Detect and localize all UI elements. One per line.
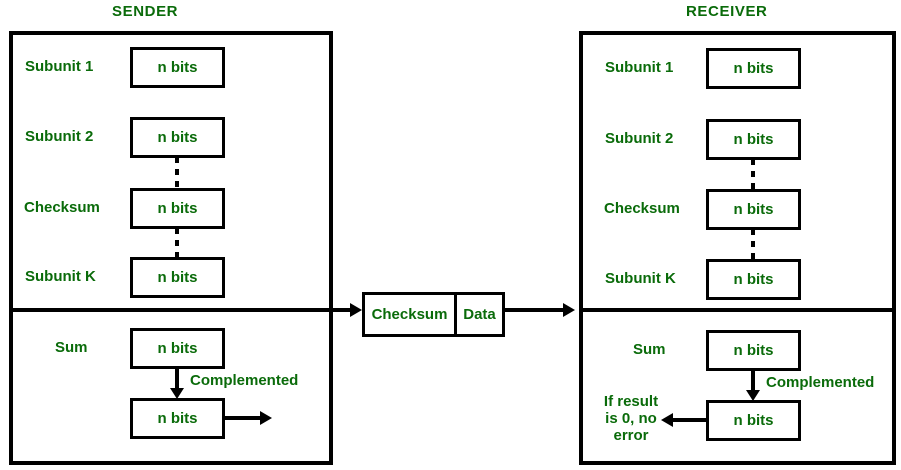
receiver-section-divider (579, 308, 896, 312)
sender-label-subunit-k: Subunit K (25, 268, 96, 285)
sender-complement-output-line (225, 416, 263, 420)
receiver-sum-to-complement-arrowhead (746, 390, 760, 401)
receiver-result-arrowhead (661, 413, 673, 427)
receiver-label-subunit-2: Subunit 2 (605, 130, 674, 147)
sender-label-sum: Sum (55, 339, 88, 356)
sender-box-subunit-k: n bits (130, 257, 225, 298)
packet-to-receiver-arrowhead (563, 303, 575, 317)
receiver-box-complement: n bits (706, 400, 801, 441)
receiver-label-checksum: Checksum (604, 200, 680, 217)
packet-field-data: Data (463, 306, 496, 323)
sender-section-divider (9, 308, 333, 312)
receiver-box-sum: n bits (706, 330, 801, 371)
sender-box-checksum: n bits (130, 188, 225, 229)
sender-dashed-connector-2 (175, 228, 179, 258)
sender-title: SENDER (112, 3, 179, 20)
receiver-box-subunit-k: n bits (706, 259, 801, 300)
receiver-box-subunit-2: n bits (706, 119, 801, 160)
sender-complement-output-arrowhead (260, 411, 272, 425)
sender-box-complement: n bits (130, 398, 225, 439)
receiver-panel (579, 31, 896, 465)
receiver-result-note: If result is 0, no error (603, 393, 659, 444)
sender-complemented-label: Complemented (190, 372, 299, 389)
packet-to-receiver-line (505, 308, 565, 312)
sender-label-checksum: Checksum (24, 199, 100, 216)
sender-sum-to-complement-arrowhead (170, 388, 184, 399)
receiver-dashed-connector-2 (751, 229, 755, 260)
receiver-complemented-label: Complemented (766, 374, 875, 391)
receiver-title: RECEIVER (686, 3, 768, 20)
receiver-box-checksum: n bits (706, 189, 801, 230)
receiver-dashed-connector-1 (751, 159, 755, 190)
transmitted-packet: Checksum Data (362, 292, 505, 337)
sender-dashed-connector-1 (175, 157, 179, 189)
sender-to-packet-line (333, 308, 355, 312)
sender-box-sum: n bits (130, 328, 225, 369)
sender-box-subunit-2: n bits (130, 117, 225, 158)
receiver-label-subunit-1: Subunit 1 (605, 59, 674, 76)
sender-label-subunit-1: Subunit 1 (25, 58, 94, 75)
receiver-label-sum: Sum (633, 341, 666, 358)
receiver-result-line (672, 418, 708, 422)
sender-label-subunit-2: Subunit 2 (25, 128, 94, 145)
receiver-sum-to-complement-line (751, 371, 755, 393)
receiver-box-subunit-1: n bits (706, 48, 801, 89)
receiver-label-subunit-k: Subunit K (605, 270, 676, 287)
sender-sum-to-complement-line (175, 369, 179, 391)
sender-to-packet-arrowhead (350, 303, 362, 317)
sender-box-subunit-1: n bits (130, 47, 225, 88)
packet-field-checksum: Checksum (365, 295, 457, 334)
